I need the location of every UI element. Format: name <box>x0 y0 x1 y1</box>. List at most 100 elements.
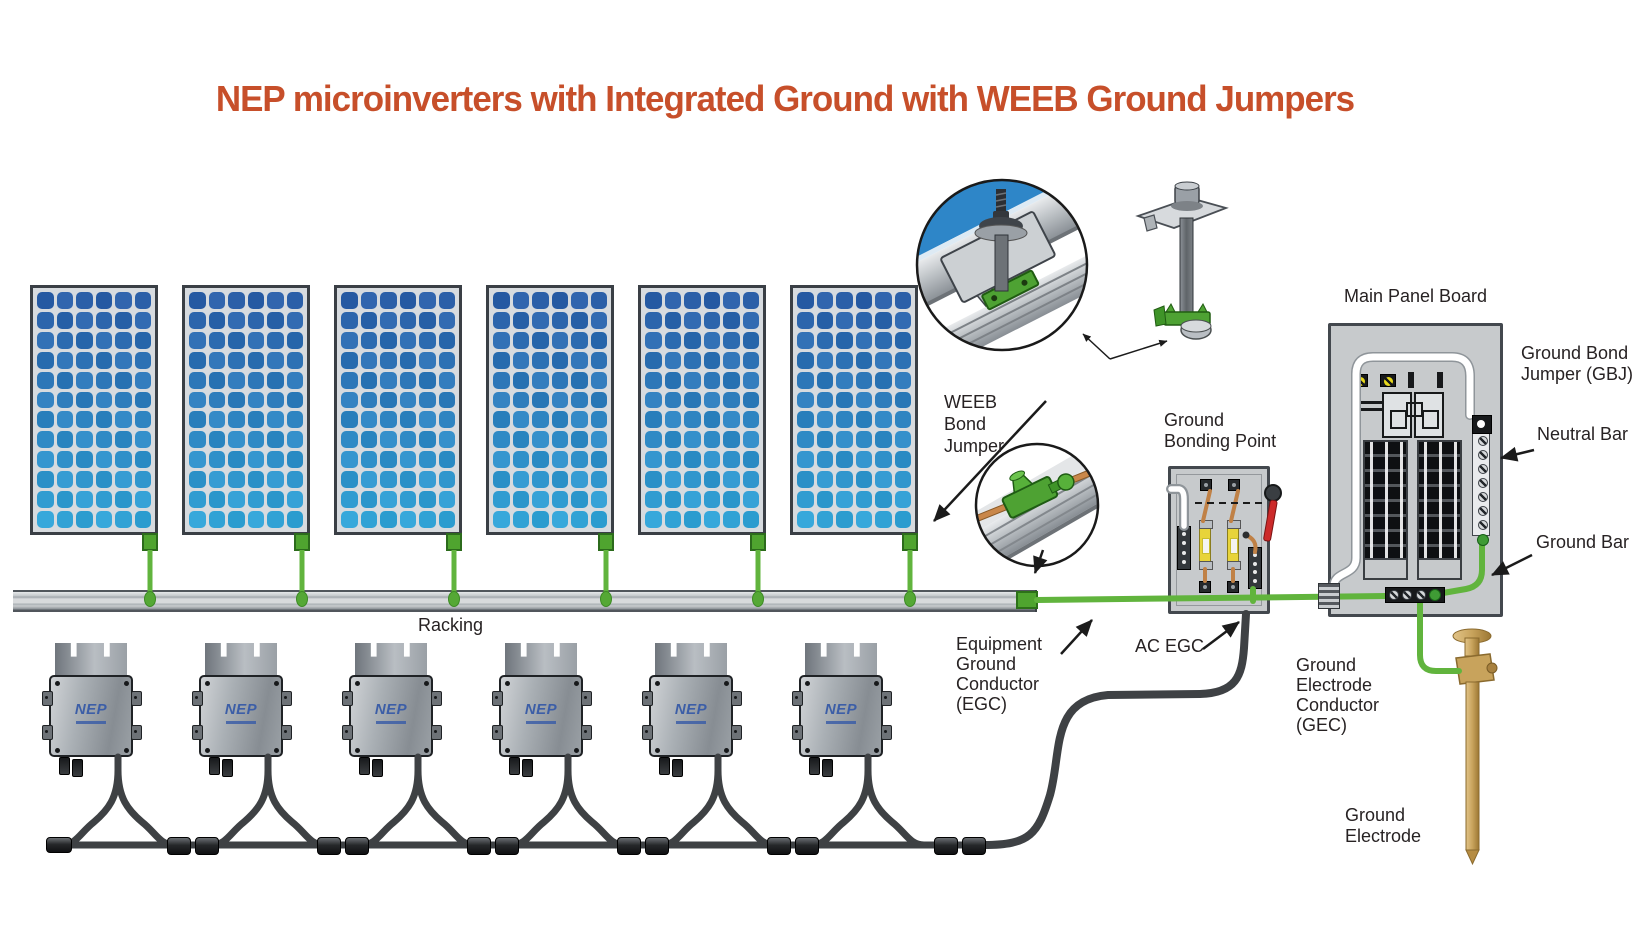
cable-connector-pair <box>467 837 519 855</box>
solar-cell <box>95 511 112 528</box>
solar-cell <box>95 451 112 469</box>
solar-cell <box>551 451 568 469</box>
solar-cell <box>286 451 303 469</box>
solar-cell <box>894 331 911 349</box>
solar-cell <box>836 511 853 528</box>
solar-panel <box>790 285 918 535</box>
solar-cell <box>56 351 73 369</box>
mounting-tab <box>581 725 592 740</box>
dc-pigtail-connectors <box>509 757 535 777</box>
ground-bar <box>1385 587 1445 603</box>
solar-cell <box>247 511 264 528</box>
solar-cell <box>493 471 510 489</box>
label-line: Electrode <box>1345 826 1422 846</box>
solar-cell <box>399 411 416 429</box>
solar-cell <box>894 431 911 449</box>
solar-cell <box>267 511 284 528</box>
diagram-title: NEP microinverters with Integrated Groun… <box>215 78 1355 119</box>
solar-cell <box>134 411 151 429</box>
solar-cell <box>816 391 833 409</box>
solar-cell <box>723 411 740 429</box>
solar-cell <box>532 511 549 528</box>
solar-cell <box>532 471 549 489</box>
screw-icon <box>124 681 129 686</box>
microinverter-bracket <box>55 643 127 677</box>
solar-cell <box>438 351 455 369</box>
solar-cell <box>267 371 284 389</box>
solar-cell <box>115 351 132 369</box>
solar-cell <box>855 471 872 489</box>
solar-cell <box>286 511 303 528</box>
label-line: Conductor <box>956 674 1040 694</box>
solar-cell <box>247 351 264 369</box>
solar-cell <box>684 351 701 369</box>
solar-cell <box>664 351 681 369</box>
solar-cell <box>551 371 568 389</box>
solar-cell <box>341 311 358 329</box>
solar-cell <box>723 491 740 509</box>
solar-cell <box>115 391 132 409</box>
solar-cell <box>590 491 607 509</box>
solar-cell <box>571 311 588 329</box>
solar-cell <box>797 371 814 389</box>
solar-cell <box>742 431 759 449</box>
solar-cell <box>115 331 132 349</box>
label-egc: Equipment Ground Conductor (EGC) <box>956 634 1042 714</box>
solar-cell <box>512 511 529 528</box>
solar-cell <box>723 351 740 369</box>
solar-cell <box>267 391 284 409</box>
label-racking: Racking <box>403 615 498 636</box>
solar-cell <box>493 351 510 369</box>
solar-cell <box>208 511 225 528</box>
solar-cell <box>341 411 358 429</box>
screw-icon <box>55 681 60 686</box>
screw-icon <box>724 681 729 686</box>
solar-cell <box>76 451 93 469</box>
dc-pigtail-connectors <box>209 757 235 777</box>
solar-cell <box>894 471 911 489</box>
solar-cell <box>855 411 872 429</box>
solar-cell <box>532 292 549 309</box>
solar-cell <box>742 292 759 309</box>
solar-cell <box>797 311 814 329</box>
fuse-terminal <box>1227 581 1239 593</box>
dc-connector <box>509 757 520 775</box>
ground-bar-green-dot <box>1428 589 1441 601</box>
mounting-tab <box>131 691 142 706</box>
solar-cell <box>742 351 759 369</box>
solar-cell <box>208 391 225 409</box>
solar-cell <box>419 411 436 429</box>
solar-cell <box>419 331 436 349</box>
solar-cell <box>247 491 264 509</box>
solar-cell <box>493 391 510 409</box>
neutral-bar-ground-dot <box>1477 534 1489 546</box>
solar-cell <box>76 471 93 489</box>
solar-cell <box>664 371 681 389</box>
label-line: Ground <box>956 654 1017 674</box>
solar-cell <box>664 391 681 409</box>
solar-cell <box>286 411 303 429</box>
solar-cell <box>208 331 225 349</box>
solar-cell <box>836 451 853 469</box>
solar-cell <box>645 331 662 349</box>
solar-cell <box>797 431 814 449</box>
solar-cell <box>438 471 455 489</box>
solar-cell <box>684 331 701 349</box>
mounting-tab <box>642 691 653 706</box>
panel-ground-connector <box>902 533 918 551</box>
mounting-tab <box>342 725 353 740</box>
solar-cell <box>742 371 759 389</box>
solar-cell <box>875 451 892 469</box>
solar-cell <box>56 331 73 349</box>
screw-icon <box>574 681 579 686</box>
solar-cell <box>115 311 132 329</box>
solar-cell <box>134 351 151 369</box>
solar-cell <box>703 451 720 469</box>
solar-cell <box>419 391 436 409</box>
solar-cell <box>684 451 701 469</box>
mounting-tab <box>881 725 892 740</box>
screw-icon <box>805 748 810 753</box>
solar-cell <box>645 292 662 309</box>
solar-cell <box>703 511 720 528</box>
solar-cell <box>797 331 814 349</box>
